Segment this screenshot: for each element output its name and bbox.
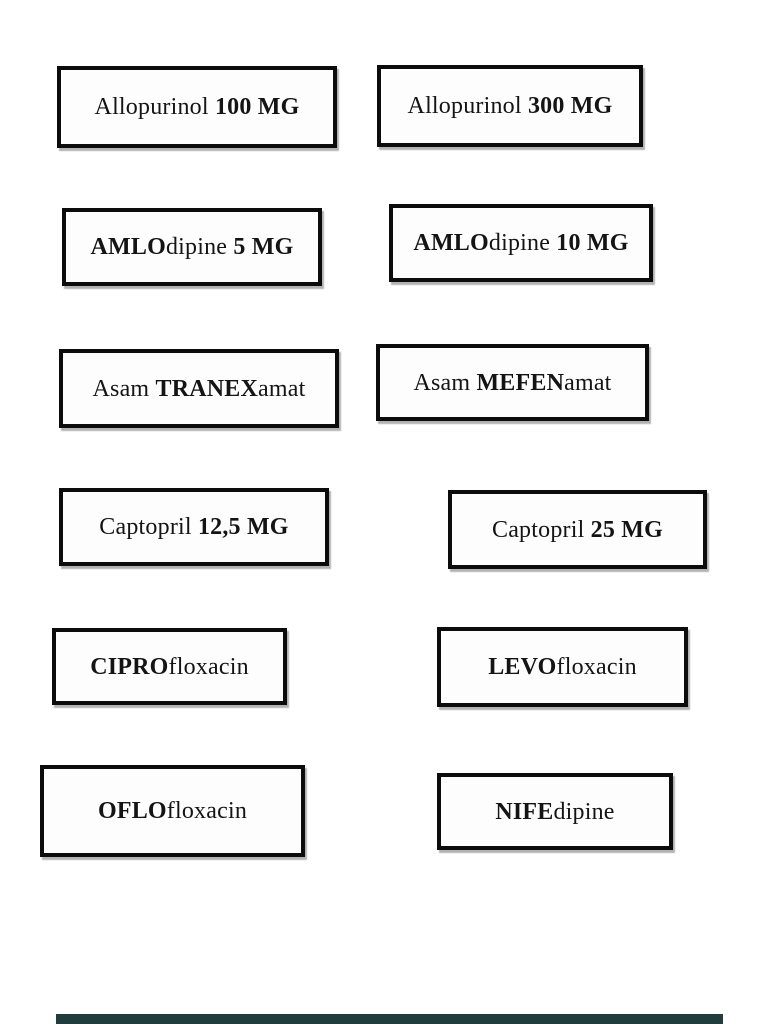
- med-box-label: LEVOfloxacin: [488, 654, 637, 680]
- med-box-label: Allopurinol 300 MG: [407, 93, 613, 119]
- med-box-captopril-12-5mg: Captopril 12,5 MG: [59, 488, 329, 566]
- med-box-allopurinol-300mg: Allopurinol 300 MG: [377, 65, 643, 147]
- med-box-amlodipine-10mg: AMLOdipine 10 MG: [389, 204, 653, 282]
- med-box-label: Asam MEFENamat: [413, 369, 612, 396]
- med-box-captopril-25mg: Captopril 25 MG: [448, 490, 707, 569]
- med-box-label: OFLOfloxacin: [97, 798, 248, 824]
- med-box-levofloxacin: LEVOfloxacin: [437, 627, 688, 707]
- med-box-label: AMLOdipine 10 MG: [413, 230, 629, 256]
- med-box-asam-mefenamat: Asam MEFENamat: [376, 344, 649, 421]
- med-box-label: Allopurinol 100 MG: [94, 94, 300, 120]
- med-box-oflofloxacin: OFLOfloxacin: [40, 765, 305, 857]
- med-box-label: AMLOdipine 5 MG: [90, 234, 294, 260]
- med-box-amlodipine-5mg: AMLOdipine 5 MG: [62, 208, 322, 286]
- med-box-label: Captopril 25 MG: [492, 516, 663, 543]
- med-box-label: Asam TRANEXamat: [92, 375, 306, 402]
- med-box-asam-tranexamat: Asam TRANEXamat: [59, 349, 339, 428]
- next-page-edge-bar: [56, 1014, 723, 1024]
- med-box-label: CIPROfloxacin: [90, 653, 249, 680]
- med-box-ciprofloxacin: CIPROfloxacin: [52, 628, 287, 705]
- med-box-label: NIFEdipine: [495, 798, 615, 825]
- med-box-label: Captopril 12,5 MG: [99, 514, 289, 540]
- med-box-allopurinol-100mg: Allopurinol 100 MG: [57, 66, 337, 148]
- med-box-nifedipine: NIFEdipine: [437, 773, 673, 850]
